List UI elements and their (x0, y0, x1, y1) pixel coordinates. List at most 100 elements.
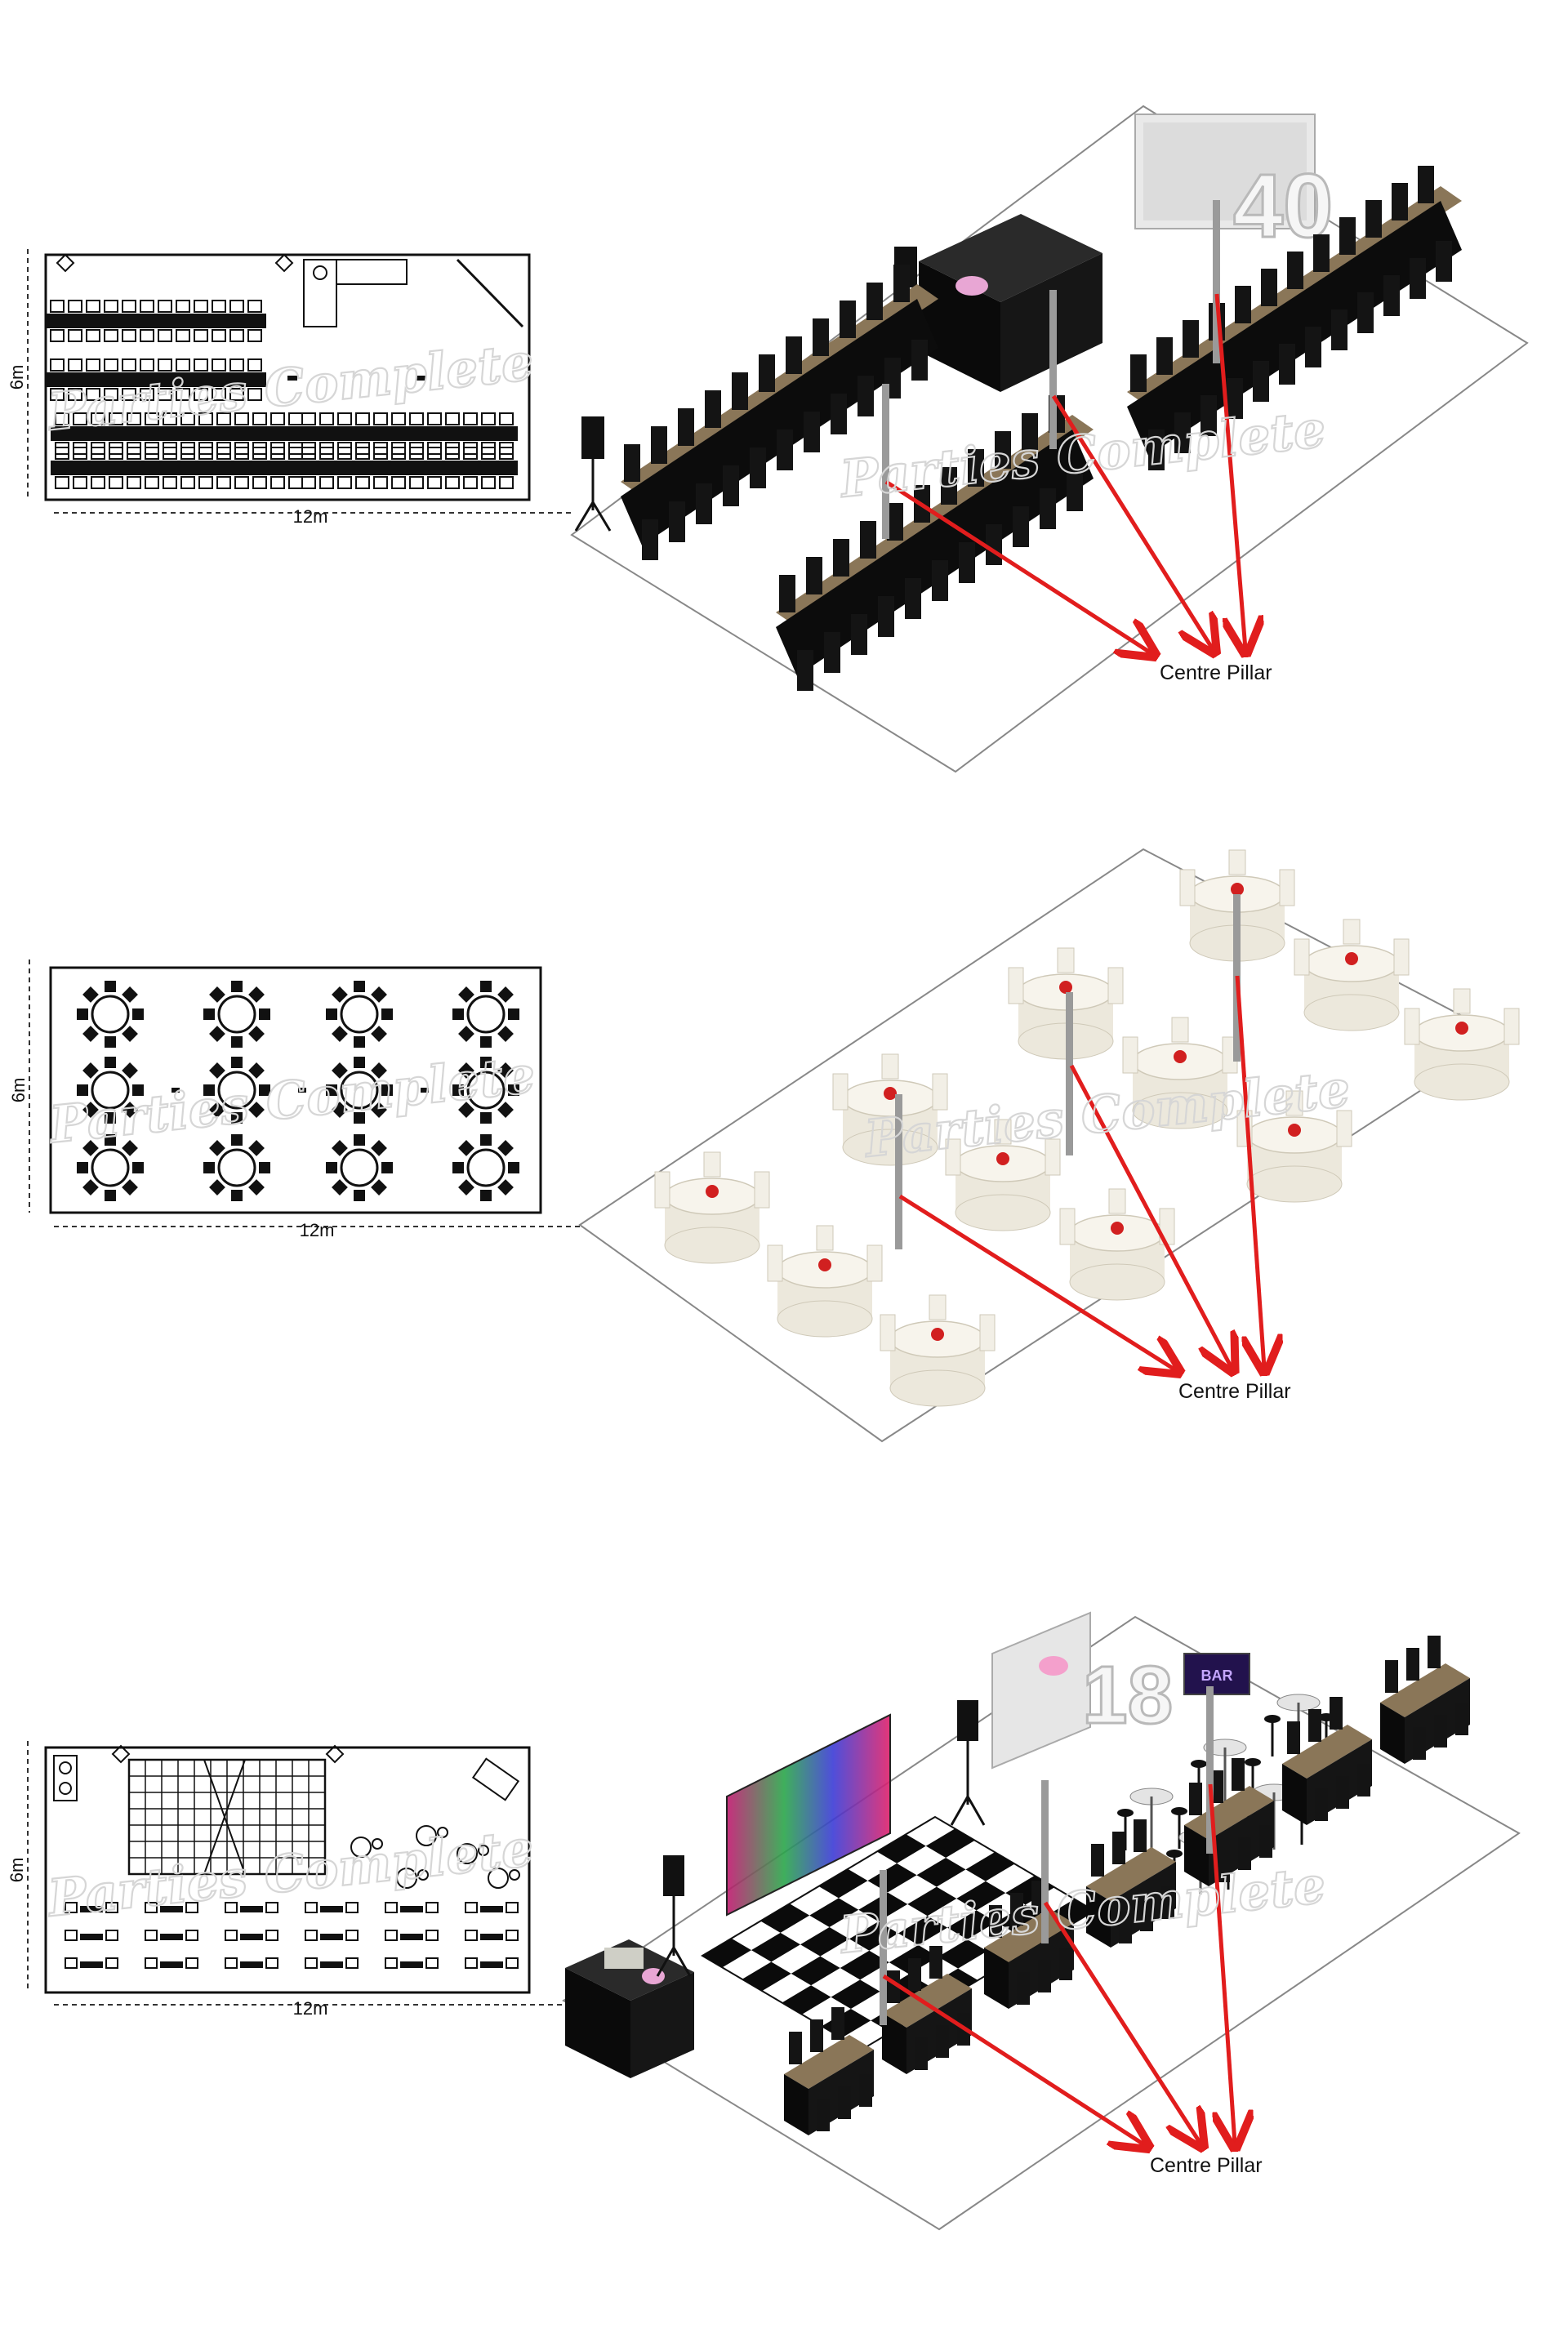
plan-cocktail-table (416, 1825, 448, 1846)
floor-plan-3: 6m 12m (7, 1741, 572, 2019)
plan-buffet-table (336, 259, 408, 285)
sequin-wall (1134, 114, 1316, 229)
round-table (1294, 919, 1410, 1031)
speaker-left (574, 416, 612, 532)
flower-centrepiece (996, 1152, 1009, 1165)
round-table (1179, 849, 1295, 962)
plan-round-table (203, 1057, 270, 1124)
plan-banquet-block (65, 1902, 118, 1969)
plan-round-table (326, 1057, 393, 1124)
width-dimension-label: 12m (293, 506, 328, 527)
panel-3: 6m 12m 18 BAR (7, 1611, 1521, 2231)
plan-speaker (56, 253, 75, 273)
plan-cocktail-table (350, 1837, 383, 1858)
flower-centrepiece (1059, 981, 1072, 994)
pillar-arrows (884, 293, 1245, 653)
depth-dimension-label: 6m (7, 1858, 27, 1883)
plan-pillar (416, 376, 426, 381)
round-table (945, 1119, 1061, 1231)
pillar-arrows (898, 975, 1264, 1370)
round-table (832, 1053, 948, 1166)
depth-dimension-label: 6m (8, 1078, 29, 1103)
flower-centrepiece (818, 1258, 831, 1271)
plan-round-table (452, 1057, 519, 1124)
plan-cocktail-table (457, 1843, 489, 1864)
plan-banquet-block (465, 1902, 519, 1969)
bar-counter: BAR (1183, 1653, 1250, 1695)
plan-banquet-row (51, 447, 307, 489)
width-dimension-label: 12m (293, 1998, 328, 2019)
plan-pillar (421, 1088, 429, 1093)
pillars (882, 200, 1220, 539)
plan-round-table (203, 981, 270, 1048)
banquet-table (1380, 1636, 1470, 1764)
banquet-table (784, 2007, 874, 2135)
pillar-arrows (882, 1783, 1235, 2145)
watermark: Parties Complete (46, 1044, 538, 1155)
panel-2: 6m 12m Centre Pillar Parties Complete Pa… (8, 848, 1520, 1443)
plan-round-table (326, 1134, 393, 1201)
banquet-table (1086, 1819, 1176, 1948)
plan-banquet-block (385, 1902, 439, 1969)
banquet-table-row (776, 395, 1094, 691)
plan-wall (456, 258, 524, 328)
plan-banquet-row (46, 300, 266, 342)
round-table (767, 1225, 883, 1338)
floor-plan-1: 6m 12m (7, 249, 572, 527)
plan-pillar (287, 376, 297, 381)
flower-centrepiece (1174, 1050, 1187, 1063)
plan-banquet-block (225, 1902, 278, 1969)
flower-centrepiece (931, 1328, 944, 1341)
isometric-view-2: Centre Pillar (578, 848, 1520, 1443)
round-table (1122, 1017, 1238, 1129)
depth-dimension-label: 6m (7, 365, 27, 390)
plan-round-table (452, 1134, 519, 1201)
cake-table (919, 214, 1102, 392)
banquet-table (984, 1881, 1074, 2009)
cake-table (565, 1939, 694, 2078)
round-table (654, 1151, 770, 1264)
plan-cocktail-table (488, 1868, 520, 1889)
cocktail-table (1117, 1788, 1187, 1854)
marquee-number-sign: 18 (1082, 1650, 1173, 1741)
plan-round-table (77, 1134, 144, 1201)
banquet-table (1282, 1697, 1372, 1825)
dance-floor-plan (127, 1758, 327, 1876)
cocktail-table (1191, 1739, 1261, 1805)
round-table (1236, 1090, 1352, 1203)
speaker-right (950, 1700, 986, 1826)
plan-pillar (298, 1088, 306, 1093)
plan-banquet-row (46, 358, 266, 401)
plan-cocktail-table (396, 1868, 429, 1889)
cocktail-table (1264, 1694, 1334, 1760)
bar-sign: BAR (1201, 1667, 1233, 1684)
banquet-table-row (621, 265, 938, 560)
led-wall (726, 1713, 891, 1917)
flower-centrepiece (1111, 1222, 1124, 1235)
width-dimension-label: 12m (300, 1220, 335, 1240)
centre-pillar-label: Centre Pillar (1160, 661, 1272, 684)
speaker-left (656, 1855, 692, 1977)
round-table (880, 1294, 996, 1407)
sequin-wall (991, 1611, 1091, 1770)
flower-centrepiece (1345, 952, 1358, 965)
plan-round-table (452, 981, 519, 1048)
round-table (1404, 988, 1520, 1101)
flower-centrepiece (884, 1087, 897, 1100)
flower-centrepiece (1231, 883, 1244, 896)
flower-centrepiece (1288, 1124, 1301, 1137)
panel-1: 6m 12m 40 (7, 105, 1529, 773)
plan-round-table (77, 981, 144, 1048)
round-table (1059, 1188, 1175, 1301)
plan-speaker (274, 253, 294, 273)
centre-pillar-label: Centre Pillar (1178, 1380, 1291, 1403)
plan-speaker (325, 1744, 345, 1764)
watermark: Parties Complete (44, 332, 537, 442)
flower-centrepiece (706, 1185, 719, 1198)
plan-pillar (163, 376, 173, 381)
isometric-view-3: 18 BAR (562, 1611, 1521, 2231)
plan-banquet-block (305, 1902, 359, 1969)
isometric-view-1: 40 (570, 105, 1529, 773)
plan-banquet-row (297, 447, 518, 489)
